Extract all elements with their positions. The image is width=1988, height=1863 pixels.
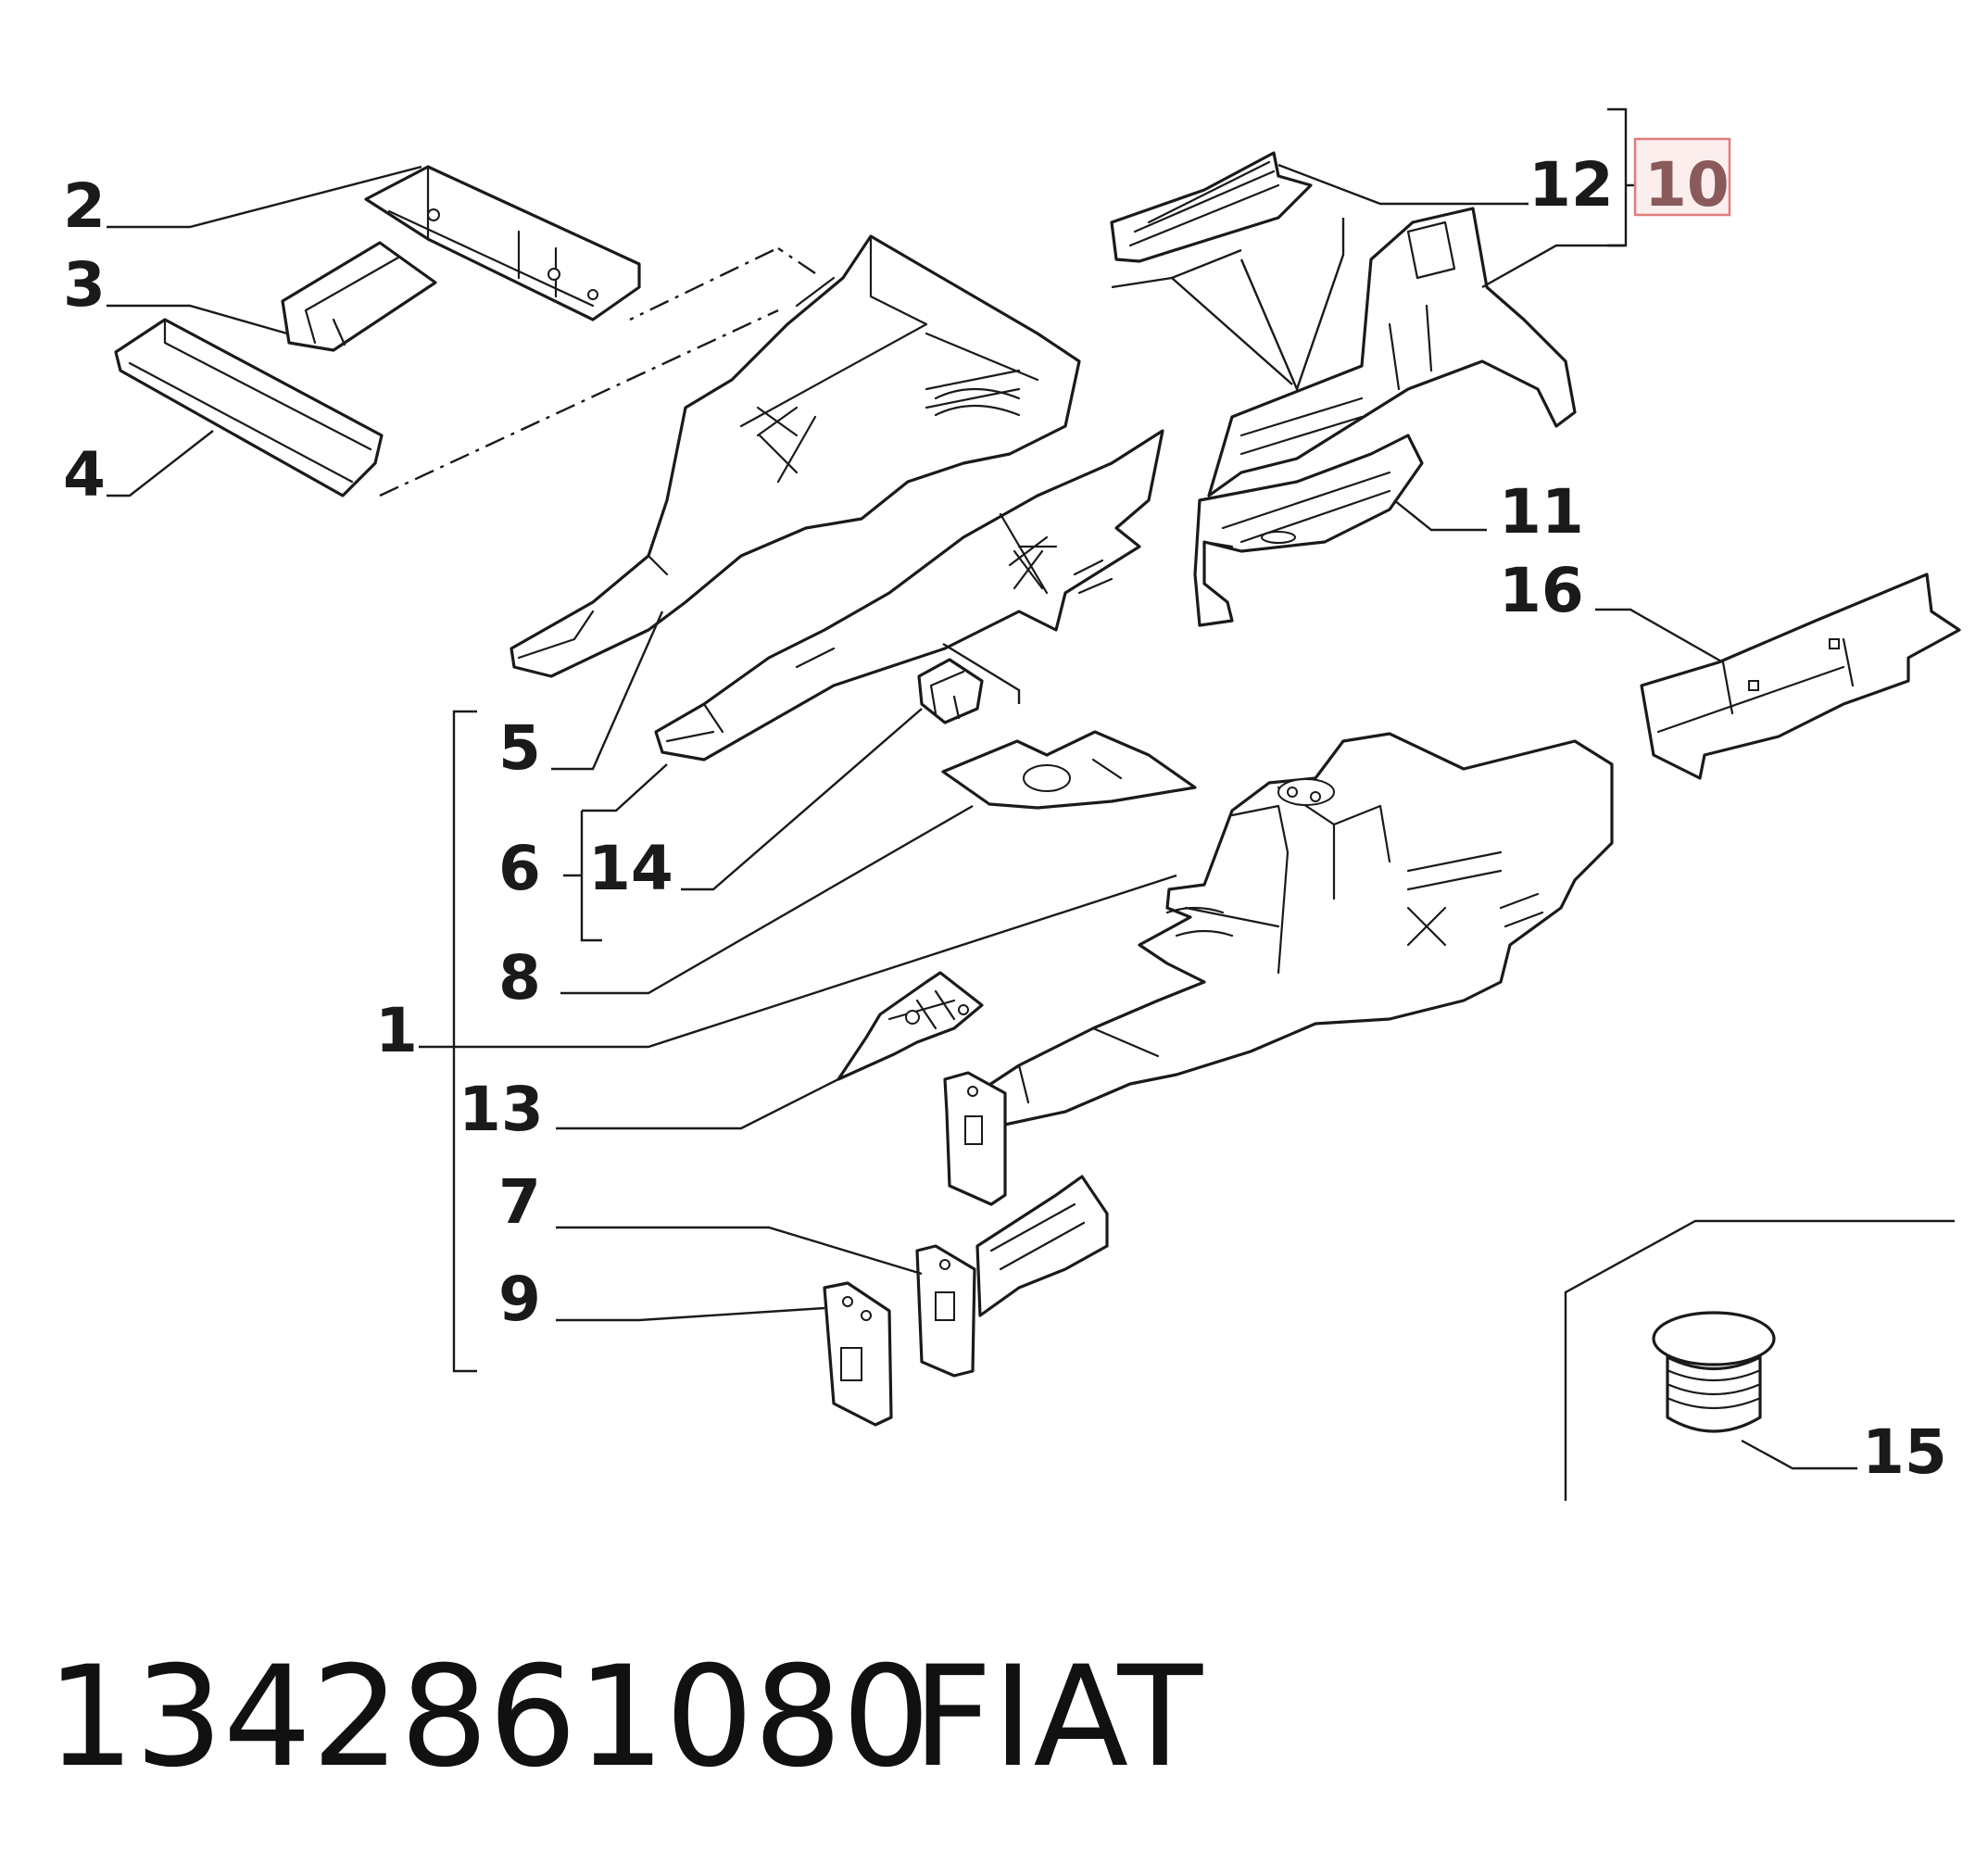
callout-15[interactable]: 15: [1862, 1416, 1947, 1488]
callout-3[interactable]: 3: [63, 249, 106, 321]
callout-5[interactable]: 5: [498, 712, 541, 784]
part-1-front-bracket[interactable]: [943, 1071, 1007, 1206]
brand-name: FIAT: [912, 1637, 1203, 1798]
assembly-dash-line: [379, 247, 816, 497]
callout-10[interactable]: 10: [1644, 149, 1730, 220]
callout-4[interactable]: 4: [63, 439, 106, 510]
callout-8[interactable]: 8: [498, 942, 541, 1013]
callout-11[interactable]: 11: [1499, 476, 1584, 548]
callout-1[interactable]: 1: [375, 995, 418, 1066]
callout-7[interactable]: 7: [498, 1166, 541, 1238]
part-15-plug[interactable]: [1652, 1311, 1776, 1433]
part-7-rail-extension[interactable]: [915, 1175, 1109, 1378]
part-16-rear-rail[interactable]: [1640, 573, 1961, 780]
callout-10-highlight: [1633, 137, 1731, 217]
callout-16[interactable]: 16: [1499, 555, 1584, 626]
part-11-inner-arch[interactable]: [1193, 434, 1424, 627]
part-12-wheelhouse-upper[interactable]: [1110, 151, 1313, 263]
part-6-front-rail-left[interactable]: [654, 429, 1164, 762]
part-13-bracket[interactable]: [837, 971, 984, 1081]
part-1-main-rail-assembly[interactable]: [982, 732, 1614, 1127]
callout-6[interactable]: 6: [498, 833, 541, 904]
part-number: 1342861080: [46, 1637, 930, 1798]
part-8-plate[interactable]: [941, 730, 1197, 810]
part-2-cross-member[interactable]: [364, 165, 641, 321]
part-14-bracket[interactable]: [917, 642, 1021, 724]
part-3-reinforcement[interactable]: [281, 241, 437, 352]
part-4-floor-channel[interactable]: [114, 318, 384, 497]
part-5-rear-rail-left[interactable]: [510, 234, 1081, 678]
part-10-wheelhouse[interactable]: [1207, 207, 1577, 497]
part-15-frame: [1564, 1219, 1955, 1501]
callout-12[interactable]: 12: [1529, 149, 1614, 220]
leader-lines: [107, 107, 1857, 1470]
callout-14[interactable]: 14: [588, 833, 673, 904]
callout-2[interactable]: 2: [63, 170, 106, 242]
callout-13[interactable]: 13: [459, 1074, 544, 1145]
part-9-plate[interactable]: [823, 1281, 893, 1427]
callout-9[interactable]: 9: [498, 1264, 541, 1335]
